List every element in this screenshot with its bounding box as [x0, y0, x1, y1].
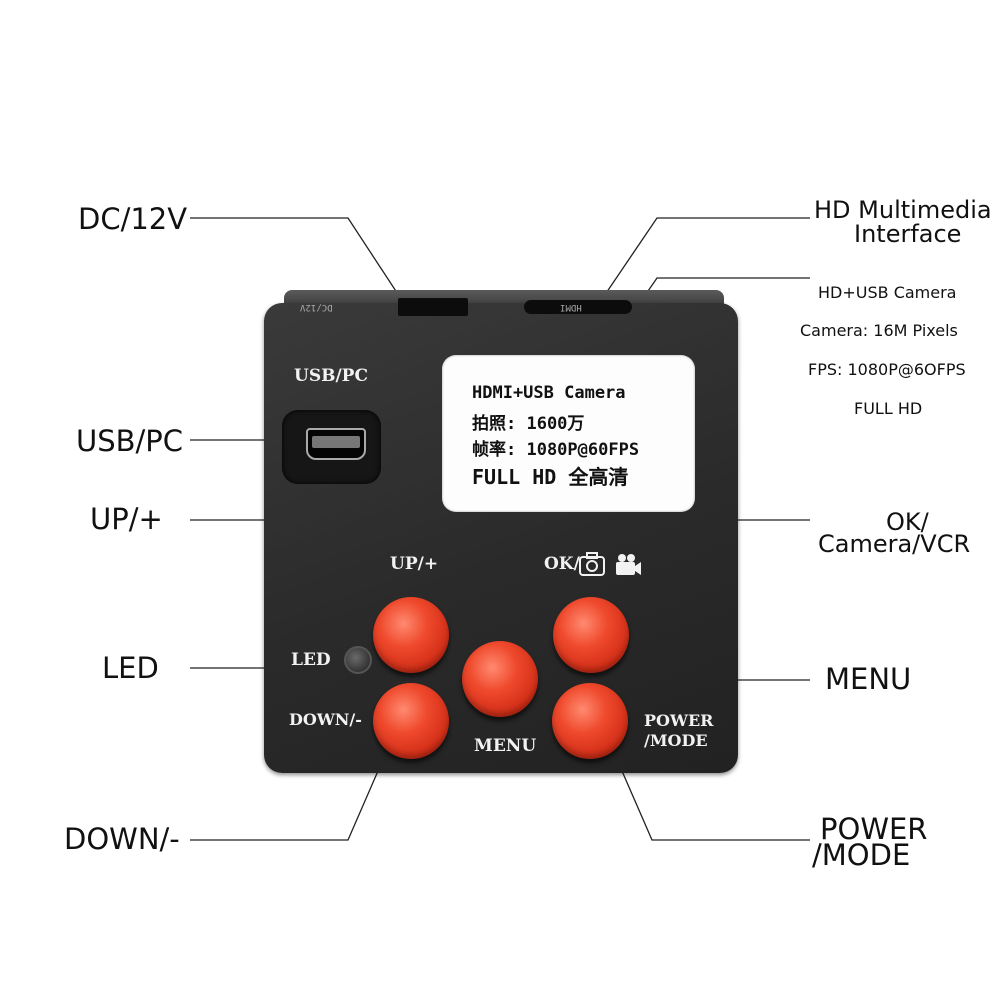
label-down: DOWN/- [64, 822, 180, 856]
label-dc-12v: DC/12V [78, 202, 188, 236]
spec-fps: FPS: 1080P@6OFPS [808, 360, 966, 379]
leader-hdmi [597, 217, 810, 306]
label-hdmi-line2: Interface [854, 220, 962, 248]
panel-up-label: UP/+ [390, 554, 439, 574]
leader-down [190, 747, 389, 841]
power-mode-button[interactable] [552, 683, 628, 759]
label-power-line1: POWER [820, 812, 928, 846]
hdmi-port [524, 300, 632, 314]
camera-icon [579, 552, 605, 576]
ok-camera-vcr-button[interactable] [553, 597, 629, 673]
panel-down-label: DOWN/- [289, 710, 362, 729]
top-print-hdmi: HDMI [560, 302, 582, 312]
label-menu: MENU [825, 662, 912, 696]
label-up: UP/+ [90, 502, 163, 536]
leader-power [611, 747, 810, 841]
lcd-line-2: 拍照: 1600万 [472, 414, 585, 434]
top-print-dc: DC/12V [300, 302, 333, 312]
lcd-screen: HDMI+USB Camera 拍照: 1600万 帧率: 1080P@60FP… [442, 355, 695, 512]
lcd-line-1: HDMI+USB Camera [472, 383, 626, 403]
label-ok-line2: Camera/VCR [818, 530, 971, 558]
lcd-line-4: FULL HD 全高清 [472, 465, 629, 489]
panel-menu-label: MENU [474, 736, 537, 756]
label-power-line2: /MODE [812, 838, 911, 872]
spec-camera: Camera: 16M Pixels [800, 321, 958, 340]
menu-button[interactable] [462, 641, 538, 717]
video-camera-icon [616, 554, 641, 575]
up-button[interactable] [373, 597, 449, 673]
dc-power-port [398, 298, 468, 316]
label-led: LED [102, 651, 159, 685]
leader-dc [190, 217, 406, 306]
panel-power-label-1: POWER [644, 711, 714, 730]
spec-title: HD+USB Camera [818, 283, 957, 302]
panel-led-label: LED [291, 650, 331, 670]
camera-vcr-icons [579, 552, 641, 576]
led-indicator [344, 646, 372, 674]
lcd-line-3: 帧率: 1080P@60FPS [472, 440, 640, 460]
label-usb-pc: USB/PC [76, 424, 184, 458]
panel-ok-label: OK/ [544, 554, 580, 574]
label-hdmi-line1: HD Multimedia [814, 196, 992, 224]
usb-port-contacts [312, 436, 360, 448]
down-button[interactable] [373, 683, 449, 759]
label-ok-line1: OK/ [886, 508, 929, 536]
spec-full-hd: FULL HD [854, 399, 923, 418]
panel-power-label-2: /MODE [644, 731, 708, 750]
panel-usb-label: USB/PC [294, 366, 368, 386]
